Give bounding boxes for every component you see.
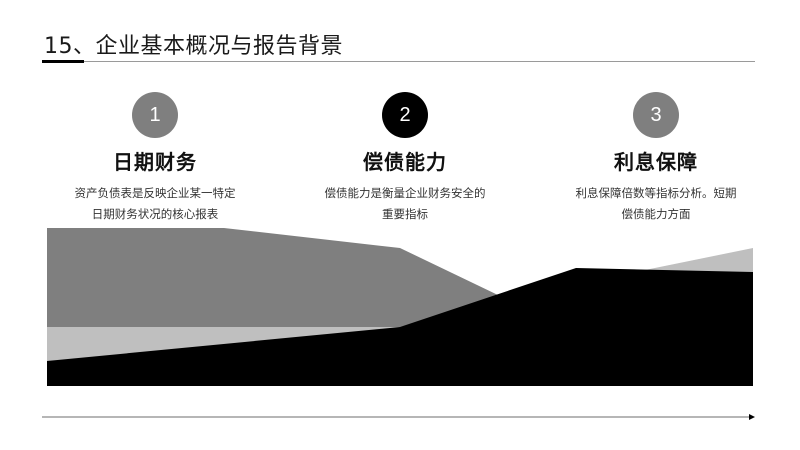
step-number-badge: 2 (382, 92, 428, 138)
step-description-line: 资产负债表是反映企业某一特定 (74, 186, 236, 200)
step-description: 利息保障倍数等指标分析。短期 偿债能力方面 (536, 183, 776, 225)
step-number-badge: 1 (132, 92, 178, 138)
step-2: 2 偿债能力 偿债能力是衡量企业财务安全的 重要指标 (285, 92, 525, 225)
arrow-head-icon (749, 414, 755, 420)
step-1: 1 日期财务 资产负债表是反映企业某一特定 日期财务状况的核心报表 (35, 92, 275, 225)
title-divider (42, 61, 755, 62)
step-description-line: 偿债能力是衡量企业财务安全的 (324, 186, 486, 200)
step-description-line: 利息保障倍数等指标分析。短期 (575, 186, 737, 200)
step-description: 资产负债表是反映企业某一特定 日期财务状况的核心报表 (35, 183, 275, 225)
step-description-line: 日期财务状况的核心报表 (91, 207, 219, 221)
black-area (47, 268, 753, 386)
step-heading: 利息保障 (614, 150, 698, 174)
step-description-line: 重要指标 (382, 207, 428, 221)
slide-title: 15、企业基本概况与报告背景 (44, 34, 343, 59)
step-heading: 日期财务 (113, 150, 197, 174)
step-heading: 偿债能力 (363, 150, 447, 174)
title-accent-bar (42, 60, 84, 63)
step-number-badge: 3 (633, 92, 679, 138)
step-3: 3 利息保障 利息保障倍数等指标分析。短期 偿债能力方面 (536, 92, 776, 225)
step-description-line: 偿债能力方面 (621, 207, 691, 221)
step-description: 偿债能力是衡量企业财务安全的 重要指标 (285, 183, 525, 225)
